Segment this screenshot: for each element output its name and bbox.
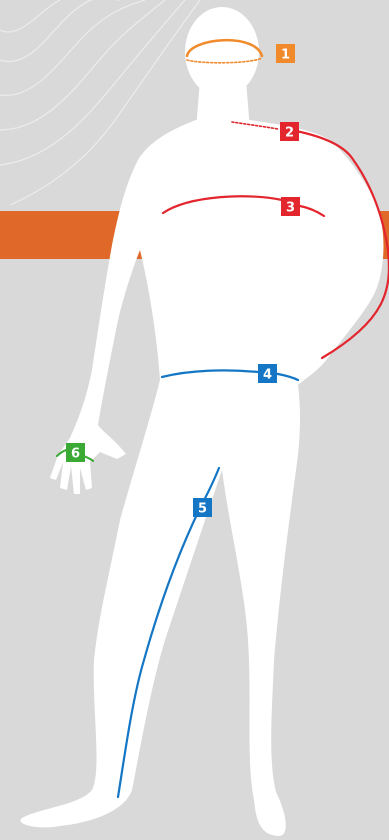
badge-6-label: 6 xyxy=(71,447,80,462)
badge-4-label: 4 xyxy=(263,368,272,383)
badge-5-label: 5 xyxy=(198,502,207,517)
badge-1: 1 xyxy=(276,44,295,63)
badge-4: 4 xyxy=(258,364,277,383)
badge-2-label: 2 xyxy=(285,126,294,141)
badge-5: 5 xyxy=(193,498,212,517)
human-silhouette xyxy=(21,7,384,836)
badge-3-label: 3 xyxy=(286,201,295,216)
badge-2: 2 xyxy=(280,122,299,141)
badge-6: 6 xyxy=(66,443,85,462)
badge-3: 3 xyxy=(281,197,300,216)
badge-1-label: 1 xyxy=(281,48,290,63)
